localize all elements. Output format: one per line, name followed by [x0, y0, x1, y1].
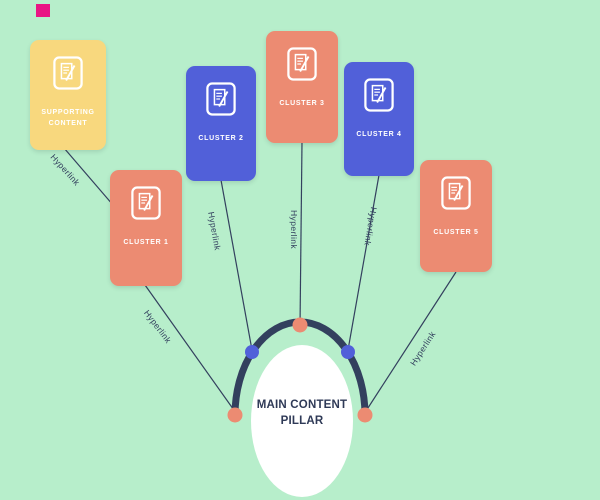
card-cluster-3[interactable]: CLUSTER 3	[266, 31, 338, 143]
card-label: CLUSTER 2	[198, 135, 244, 142]
document-edit-icon	[441, 176, 471, 215]
document-edit-icon	[287, 47, 317, 86]
main-pillar-ellipse[interactable]	[251, 345, 353, 497]
card-label: SUPPORTING CONTENT	[41, 109, 95, 128]
connector-dot[interactable]	[357, 407, 373, 423]
connector-line	[347, 174, 380, 351]
connector-line	[220, 179, 253, 351]
connector-dot[interactable]	[227, 407, 243, 423]
connector-line	[299, 141, 303, 328]
card-cluster-2[interactable]: CLUSTER 2	[186, 66, 256, 181]
document-edit-icon	[206, 82, 236, 121]
connector-dot[interactable]	[292, 317, 308, 333]
connector-dot[interactable]	[341, 345, 355, 359]
connector-lines	[63, 141, 457, 414]
card-label: CLUSTER 5	[433, 229, 479, 236]
card-label: CLUSTER 3	[279, 100, 325, 107]
document-edit-icon	[53, 56, 83, 95]
connector-line	[144, 284, 237, 414]
card-label: CLUSTER 4	[356, 131, 402, 138]
corner-accent-square	[36, 4, 50, 17]
card-supporting-content[interactable]: SUPPORTING CONTENT	[30, 40, 106, 150]
main-pillar-label: MAIN CONTENT PILLAR	[256, 399, 348, 427]
card-cluster-5[interactable]: CLUSTER 5	[420, 160, 492, 272]
document-edit-icon	[364, 78, 394, 117]
connector-line	[365, 271, 457, 412]
connector-dot[interactable]	[245, 345, 259, 359]
card-label: CLUSTER 1	[123, 239, 169, 246]
document-edit-icon	[131, 186, 161, 225]
connector-line	[63, 147, 114, 206]
hyperlink-label: Hyperlink	[289, 210, 299, 250]
card-cluster-4[interactable]: CLUSTER 4	[344, 62, 414, 176]
card-cluster-1[interactable]: CLUSTER 1	[110, 170, 182, 286]
